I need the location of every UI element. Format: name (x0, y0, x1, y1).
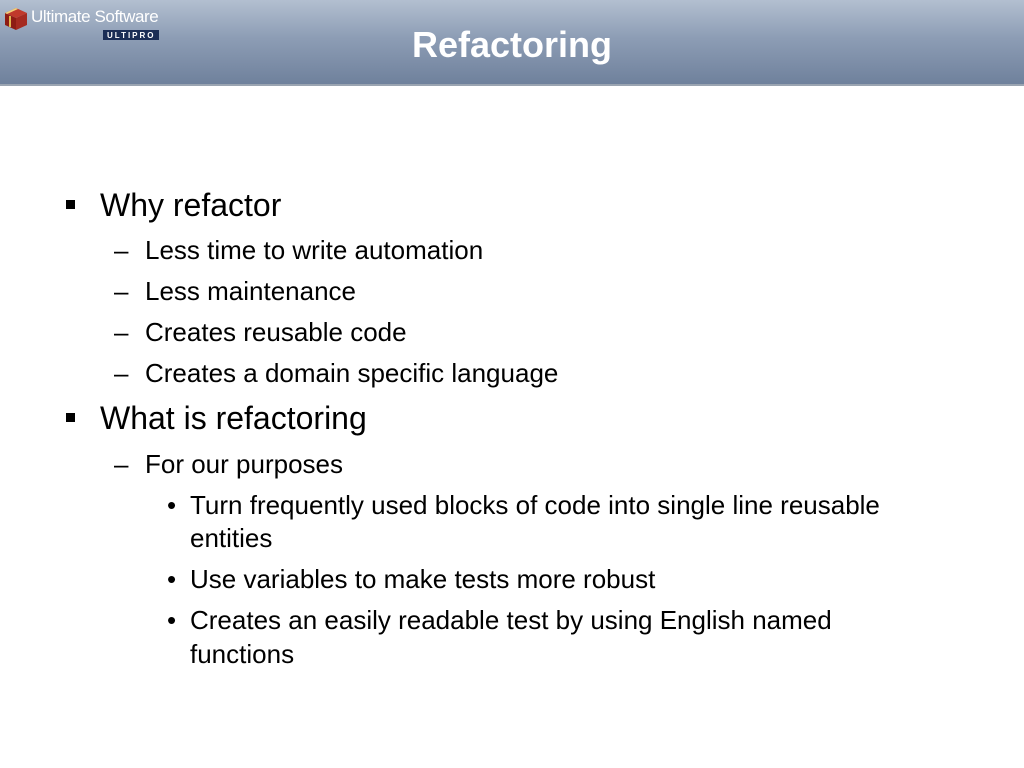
square-bullet-icon (66, 413, 75, 422)
sub-sub-bullet-turn-blocks: Turn frequently used blocks of code into… (190, 490, 880, 520)
gift-box-logo-icon (5, 8, 27, 30)
dash-bullet-icon: – (114, 358, 129, 388)
slide-title: Refactoring (411, 24, 613, 65)
company-logo: Ultimate Software ULTIPRO (4, 5, 174, 45)
sub-bullet-for-our-purposes: For our purposes (145, 449, 343, 479)
dash-bullet-icon: – (114, 276, 129, 306)
bullet-why-refactor: Why refactor (100, 187, 282, 223)
bullet-what-is-refactoring: What is refactoring (100, 400, 367, 436)
dot-bullet-icon: • (167, 490, 177, 520)
dash-bullet-icon: – (114, 235, 129, 265)
dot-bullet-icon: • (167, 564, 177, 594)
sub-sub-bullet-turn-blocks-cont: entities (190, 523, 273, 553)
dash-bullet-icon: – (114, 449, 129, 479)
dash-bullet-icon: – (114, 317, 129, 347)
sub-bullet-domain-language: Creates a domain specific language (145, 358, 559, 388)
square-bullet-icon (66, 200, 75, 209)
sub-sub-bullet-use-variables: Use variables to make tests more robust (190, 564, 656, 594)
logo-company-name: Ultimate Software (31, 7, 159, 26)
sub-bullet-less-time: Less time to write automation (145, 235, 484, 265)
sub-sub-bullet-readable-test: Creates an easily readable test by using… (190, 605, 832, 635)
sub-bullet-reusable-code: Creates reusable code (145, 317, 407, 347)
sub-bullet-less-maintenance: Less maintenance (145, 276, 357, 306)
slide-header: Ultimate Software ULTIPRO Refactoring (0, 0, 1024, 86)
dot-bullet-icon: • (167, 605, 177, 635)
logo-product-name: ULTIPRO (103, 30, 159, 40)
sub-sub-bullet-readable-test-cont: functions (190, 639, 295, 669)
